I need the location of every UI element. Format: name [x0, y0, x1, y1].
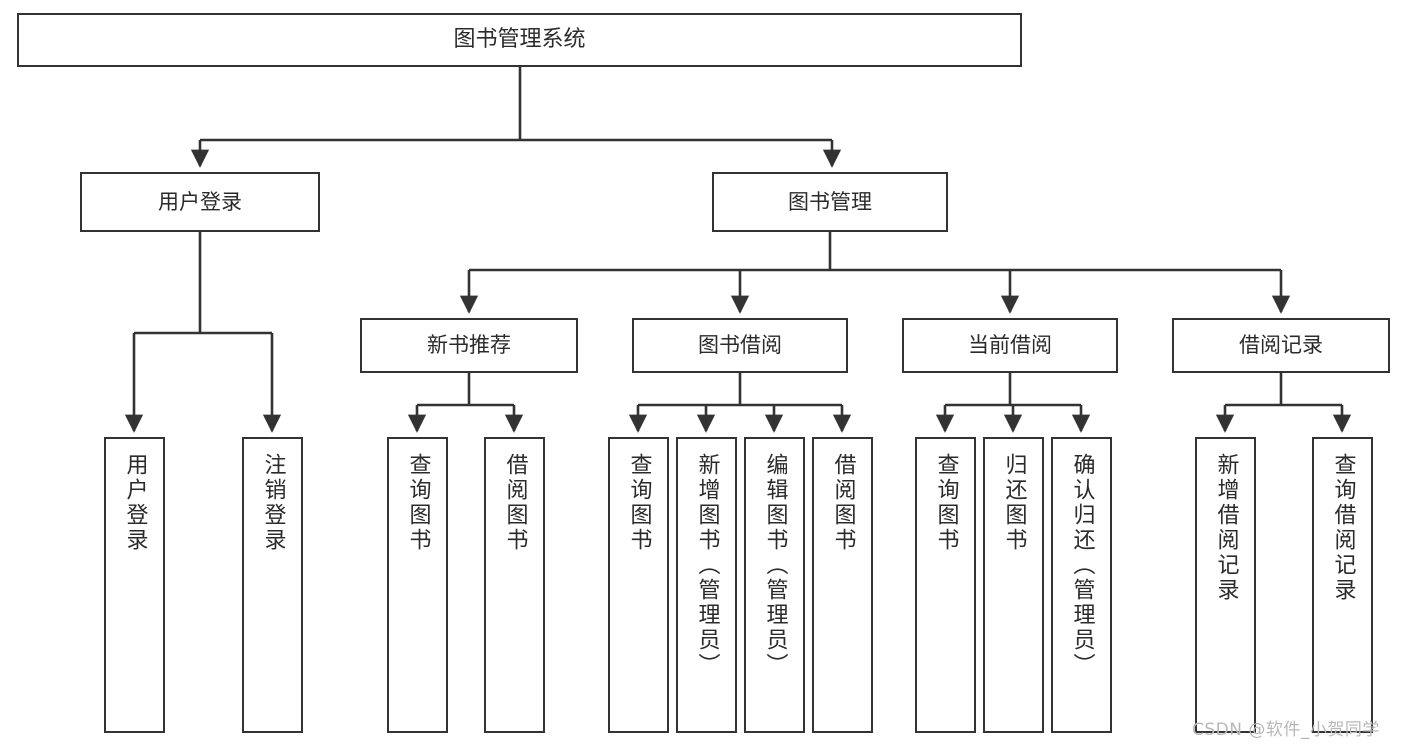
leaf-add-borrow-record[interactable]: 新增借阅记录 — [1195, 437, 1256, 733]
node-user-login-label: 用户登录 — [158, 189, 242, 214]
node-borrow-record[interactable]: 借阅记录 — [1172, 318, 1390, 373]
node-current-borrow-label: 当前借阅 — [968, 333, 1052, 358]
leaf-borrow-book-recommend[interactable]: 借阅图书 — [484, 437, 545, 733]
leaf-user-login[interactable]: 用户登录 — [104, 437, 165, 733]
node-book-borrow-label: 图书借阅 — [698, 333, 782, 358]
leaf-edit-book-admin-label: 编辑图书（管理员） — [762, 453, 788, 678]
node-root-label: 图书管理系统 — [453, 27, 586, 53]
leaf-confirm-return-admin-label: 确认归还（管理员） — [1069, 453, 1095, 678]
leaf-query-book-current-label: 查询图书 — [933, 453, 959, 553]
node-root[interactable]: 图书管理系统 — [17, 13, 1022, 67]
leaf-logout[interactable]: 注销登录 — [242, 437, 303, 733]
leaf-query-book-recommend-label: 查询图书 — [405, 453, 431, 553]
node-borrow-record-label: 借阅记录 — [1239, 333, 1323, 358]
leaf-borrow-book-recommend-label: 借阅图书 — [502, 453, 528, 553]
leaf-query-book-recommend[interactable]: 查询图书 — [387, 437, 448, 733]
leaf-user-login-label: 用户登录 — [122, 453, 148, 553]
leaf-add-book-admin-label: 新增图书（管理员） — [694, 453, 720, 678]
leaf-logout-label: 注销登录 — [260, 453, 286, 553]
node-new-book-recommend[interactable]: 新书推荐 — [360, 318, 578, 373]
csdn-watermark: CSDN @软件_小贺同学 — [1192, 720, 1380, 740]
node-book-management-label: 图书管理 — [788, 189, 872, 214]
leaf-borrow-book-label: 借阅图书 — [830, 453, 856, 553]
node-book-management[interactable]: 图书管理 — [712, 172, 948, 232]
leaf-query-borrow-record-label: 查询借阅记录 — [1330, 453, 1356, 603]
leaf-confirm-return-admin[interactable]: 确认归还（管理员） — [1051, 437, 1112, 733]
leaf-edit-book-admin[interactable]: 编辑图书（管理员） — [744, 437, 805, 733]
leaf-query-book-current[interactable]: 查询图书 — [915, 437, 976, 733]
leaf-return-book-label: 归还图书 — [1001, 453, 1027, 553]
node-current-borrow[interactable]: 当前借阅 — [902, 318, 1118, 373]
leaf-return-book[interactable]: 归还图书 — [983, 437, 1044, 733]
node-new-book-recommend-label: 新书推荐 — [427, 333, 511, 358]
leaf-borrow-book[interactable]: 借阅图书 — [812, 437, 873, 733]
leaf-query-book-borrow[interactable]: 查询图书 — [608, 437, 669, 733]
node-book-borrow[interactable]: 图书借阅 — [632, 318, 848, 373]
node-user-login[interactable]: 用户登录 — [80, 172, 320, 232]
leaf-query-borrow-record[interactable]: 查询借阅记录 — [1312, 437, 1373, 733]
leaf-add-borrow-record-label: 新增借阅记录 — [1213, 453, 1239, 603]
leaf-add-book-admin[interactable]: 新增图书（管理员） — [676, 437, 737, 733]
leaf-query-book-borrow-label: 查询图书 — [626, 453, 652, 553]
